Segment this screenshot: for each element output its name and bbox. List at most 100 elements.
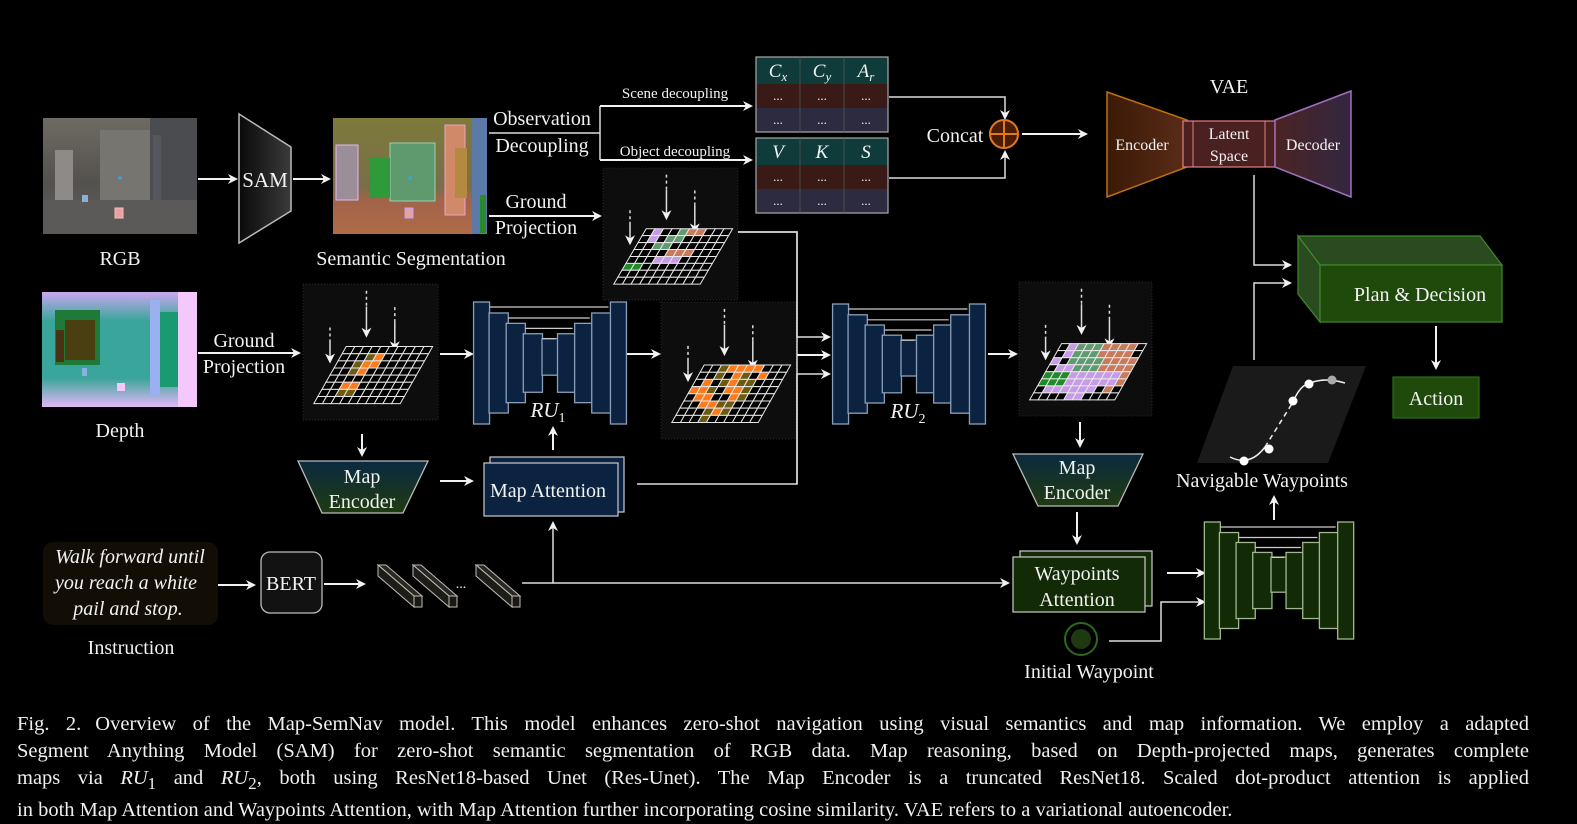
arrow-tokens-to-map-attention: [522, 521, 558, 584]
figure-caption: Fig. 2.Overview of the Map-SemNav model.…: [17, 711, 1529, 824]
vae-latent-space: [1182, 120, 1276, 168]
ground-projection-depth-label-1: Ground: [213, 330, 274, 352]
table-header: [756, 57, 888, 84]
concat-label: Concat: [927, 125, 984, 147]
table-cell: ...: [817, 112, 827, 127]
table-cell: ...: [861, 169, 871, 184]
arrow-vae-to-plan: [1253, 175, 1292, 270]
caption-line-4: in both Map Attention and Waypoints Atte…: [17, 799, 1233, 822]
caption-line-3: maps via RU1 and RU2, both using ResNet1…: [17, 765, 1529, 797]
rgb-label: RGB: [99, 248, 140, 270]
table-row: [756, 189, 888, 213]
caption-ru2-sub: 2: [248, 774, 257, 794]
caption-ru2: RU: [220, 767, 249, 789]
unet-block: [573, 322, 595, 404]
table-cell: ...: [861, 88, 871, 103]
table-cell: ...: [861, 112, 871, 127]
semantic-projected-map: [602, 167, 739, 301]
table-header-cell: Ar: [856, 61, 876, 84]
unet-block: [556, 333, 578, 393]
map-attention-block: [483, 462, 619, 517]
depth-label: Depth: [96, 420, 145, 442]
map-encoder-2: [1011, 453, 1145, 507]
unet-block: [472, 301, 491, 425]
map-encoder-2-label-1: Map: [1059, 457, 1096, 479]
table-cell: ...: [773, 169, 783, 184]
unet-block: [1203, 521, 1221, 640]
map-encoder-2-label-2: Encoder: [1044, 482, 1111, 504]
waypoint-dot: [1239, 456, 1249, 466]
arrow-semmap-to-ru2: [738, 231, 831, 342]
instruction-text-2: you reach a white: [53, 572, 197, 594]
waypoint-unet: [1203, 521, 1355, 640]
waypoint-dot: [1264, 444, 1274, 454]
table-row: [756, 108, 888, 132]
table-header-cell: Cx: [769, 61, 788, 84]
unet-block: [881, 334, 903, 394]
depth-projected-map: [302, 283, 439, 421]
ru2-completed-map: [1018, 281, 1153, 417]
arrow-scene-to-concat: [889, 96, 1010, 120]
caption-l3-post: , both using ResNet18-based Unet (Res-Un…: [256, 767, 1529, 789]
concat-icon: [989, 119, 1019, 149]
vae-decoder: [1274, 89, 1352, 199]
observation-decoupling-label-1: Observation: [493, 108, 591, 130]
ground-projection-depth-label-2: Projection: [203, 356, 285, 378]
table-header-cell: Cy: [813, 61, 832, 84]
unet-block: [541, 337, 559, 376]
token-end: [448, 595, 458, 608]
waypoints-attention-block: [1012, 556, 1146, 613]
semantic-segmentation-image: [333, 118, 487, 234]
unet-block: [609, 301, 628, 425]
scene-decoupling-label: Scene decoupling: [622, 86, 729, 102]
ru1-unet: [472, 301, 628, 425]
caption-text-1: Overview of the Map-SemNav model. This m…: [95, 713, 1529, 735]
table-cell: ...: [817, 169, 827, 184]
instruction-box: [43, 542, 218, 625]
table-border: [755, 137, 889, 214]
vae-encoder-label: Encoder: [1115, 137, 1169, 154]
bert-block: [260, 551, 323, 614]
unet-block: [932, 324, 954, 404]
plan-decision-label: Plan & Decision: [1354, 284, 1486, 306]
waypoints-attention-label-2: Attention: [1039, 589, 1115, 611]
waypoints-attention-label-1: Waypoints: [1034, 563, 1119, 585]
caption-l3-mid: and: [156, 767, 221, 789]
unet-block: [831, 303, 850, 425]
table-row: [756, 165, 888, 189]
table-cell: ...: [773, 88, 783, 103]
caption-line-2: Segment Anything Model (SAM) for zero-sh…: [17, 740, 1529, 762]
observation-decoupling-label-2: Decoupling: [495, 135, 588, 157]
token-end: [511, 595, 521, 608]
ru1-completed-map: [660, 301, 797, 440]
token-end: [413, 595, 423, 608]
table-row: [756, 84, 888, 108]
unet-block: [591, 312, 612, 414]
instruction-text-3: pail and stop.: [71, 598, 182, 620]
unet-block: [864, 324, 886, 404]
arrow-attention-to-ru2: [796, 369, 831, 484]
map-cell: [1105, 392, 1120, 401]
token-ellipsis: ...: [456, 577, 467, 592]
unet-block: [968, 303, 987, 425]
table-header-cell: V: [772, 142, 786, 163]
table-border: [755, 56, 889, 133]
bert-label: BERT: [266, 573, 316, 595]
arrow-waypoints-to-plan: [1253, 278, 1292, 360]
unet-block: [900, 339, 918, 377]
table-cell: ...: [773, 193, 783, 208]
table-header-cell: S: [861, 142, 871, 163]
ru2-label: RU2: [890, 399, 926, 427]
unet-block: [488, 312, 509, 414]
architecture-diagram: RGB SAM Semantic Segmentation Observatio…: [42, 56, 1504, 683]
vae-decoder-label: Decoder: [1286, 137, 1341, 154]
unet-block: [505, 322, 527, 404]
navigable-waypoints-label: Navigable Waypoints: [1176, 470, 1348, 492]
waypoint-dot: [1327, 375, 1337, 385]
caption-ru1-sub: 1: [147, 774, 157, 794]
map-attention-label: Map Attention: [490, 480, 606, 502]
vae-latent-label-1: Latent: [1209, 126, 1250, 143]
token-embeddings: [376, 563, 522, 609]
map-encoder-1: [296, 460, 430, 514]
ground-projection-top-label-2: Projection: [495, 217, 577, 239]
